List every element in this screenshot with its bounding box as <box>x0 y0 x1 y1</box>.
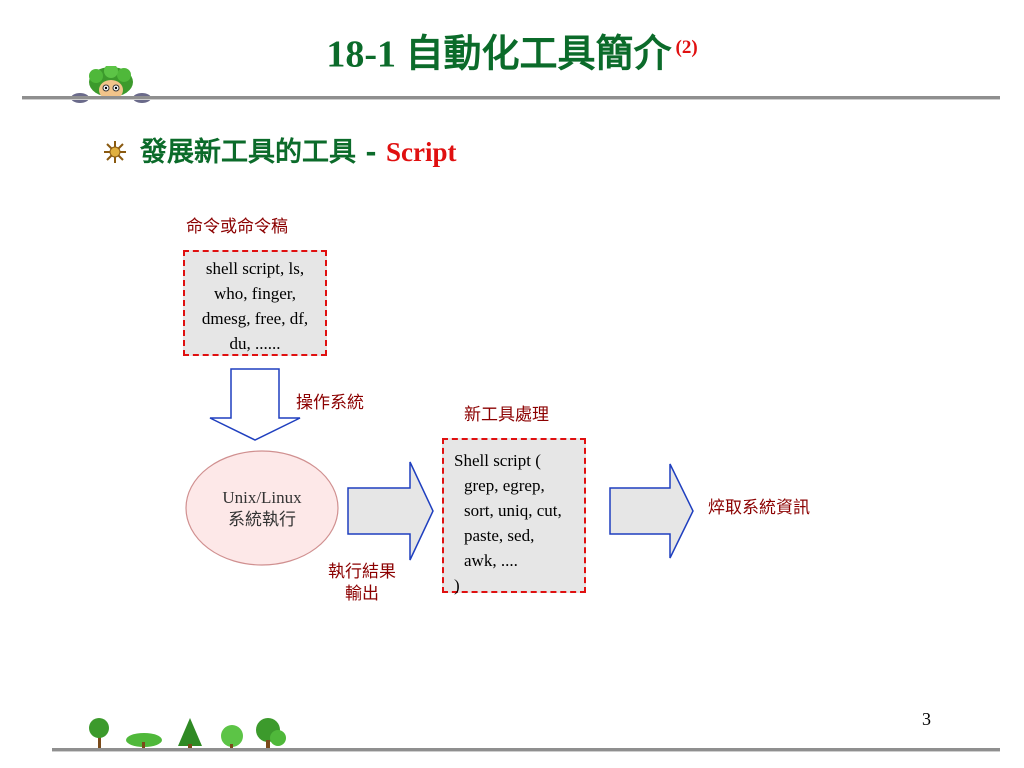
page-title: 18-1 自動化工具簡介(2) <box>0 24 1024 79</box>
label-output: 執行結果 輸出 <box>320 561 404 605</box>
commands-line: who, finger, <box>214 284 296 303</box>
os-ellipse-line: Unix/Linux <box>222 488 302 507</box>
label-output-line: 輸出 <box>345 584 379 604</box>
new-tool-line: ) <box>454 576 460 595</box>
heading-script: Script <box>386 137 457 167</box>
title-divider <box>22 96 1000 100</box>
right-arrow-2 <box>609 463 694 559</box>
label-result: 焠取系統資訊 <box>708 498 810 518</box>
os-ellipse <box>185 450 339 566</box>
new-tool-line: grep, egrep, <box>464 476 545 495</box>
os-ellipse-line: 系統執行 <box>228 510 296 529</box>
os-ellipse-text: Unix/Linux 系統執行 <box>186 487 338 531</box>
new-tool-line: awk, .... <box>464 551 518 570</box>
star-bullet-icon <box>104 141 126 163</box>
new-tool-line: paste, sed, <box>464 526 535 545</box>
mascot-icon <box>71 66 151 103</box>
right-arrow-1 <box>347 461 434 561</box>
label-output-line: 執行結果 <box>328 562 396 582</box>
commands-line: shell script, ls, <box>205 259 305 278</box>
trees-decoration-icon <box>89 718 286 749</box>
commands-line: du, ...... <box>229 334 281 353</box>
label-new-tool: 新工具處理 <box>464 405 549 425</box>
footer-divider <box>52 748 1000 752</box>
new-tool-line: Shell script ( <box>454 451 541 470</box>
title-main: 18-1 自動化工具簡介 <box>326 33 672 76</box>
new-tool-box: Shell script ( grep, egrep, sort, uniq, … <box>442 438 586 595</box>
commands-box: shell script, ls, who, finger, dmesg, fr… <box>183 250 327 356</box>
section-heading: 發展新工具的工具 - Script <box>140 132 457 173</box>
commands-line: dmesg, free, df, <box>201 309 309 328</box>
heading-text: 發展新工具的工具 - <box>140 137 387 168</box>
page-number: 3 <box>922 709 931 729</box>
label-commands: 命令或命令稿 <box>186 217 288 237</box>
down-arrow <box>209 368 301 441</box>
label-os: 操作系統 <box>296 393 364 413</box>
new-tool-line: sort, uniq, cut, <box>464 501 562 520</box>
title-sub: (2) <box>675 37 698 58</box>
